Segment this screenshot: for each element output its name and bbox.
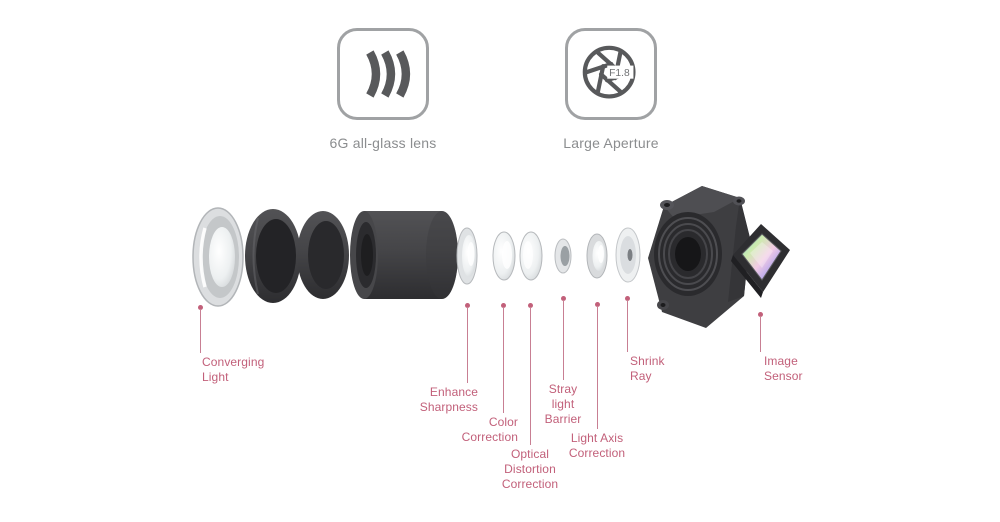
light-axis-lens-element xyxy=(586,233,608,279)
feature-label-large-aperture: Large Aperture xyxy=(563,135,659,151)
lens-spacer-ring xyxy=(297,211,349,299)
lens-mount xyxy=(648,186,750,328)
leader-line xyxy=(467,307,468,383)
shrink-ray-disc xyxy=(615,227,641,283)
lens-elements-icon xyxy=(366,50,411,98)
leader-line xyxy=(627,300,628,352)
feature-label-6g-lens: 6G all-glass lens xyxy=(329,135,437,151)
leader-dot xyxy=(758,312,763,317)
callout-text: Converging Light xyxy=(202,355,265,384)
sharpness-lens-element xyxy=(456,227,478,285)
feature-large-aperture: F1.8 Large Aperture xyxy=(531,28,691,151)
callout-text: Stray light Barrier xyxy=(544,382,582,426)
leader-dot xyxy=(561,296,566,301)
callout-text: Color Correction xyxy=(461,415,518,444)
lens-barrel-ring xyxy=(245,209,301,303)
callout-text: Image Sensor xyxy=(764,354,803,383)
leader-dot xyxy=(501,303,506,308)
callout-text: Optical Distortion Correction xyxy=(501,447,559,491)
leader-line xyxy=(200,309,201,353)
front-lens-element xyxy=(192,207,244,307)
color-correction-lens-element xyxy=(492,231,516,281)
lens-elements-icon-box xyxy=(337,28,429,120)
leader-dot xyxy=(595,302,600,307)
image-sensor-chip xyxy=(731,224,790,298)
feature-6g-lens: 6G all-glass lens xyxy=(303,28,463,151)
callout-text: Enhance Sharpness xyxy=(419,385,478,414)
aperture-icon: F1.8 xyxy=(582,45,636,99)
leader-line xyxy=(530,307,531,445)
leader-line xyxy=(760,316,761,352)
leader-line xyxy=(597,306,598,429)
leader-line xyxy=(563,300,564,380)
callout-text: Shrink Ray xyxy=(630,354,665,383)
leader-dot xyxy=(198,305,203,310)
aperture-icon-box: F1.8 xyxy=(565,28,657,120)
callout-text: Light Axis Correction xyxy=(568,431,626,460)
aperture-value: F1.8 xyxy=(609,68,630,79)
distortion-correction-lens-element xyxy=(519,231,543,281)
leader-dot xyxy=(528,303,533,308)
stray-light-barrier-disc xyxy=(554,238,572,274)
lens-barrel xyxy=(350,211,458,299)
leader-dot xyxy=(465,303,470,308)
leader-line xyxy=(503,307,504,413)
leader-dot xyxy=(625,296,630,301)
